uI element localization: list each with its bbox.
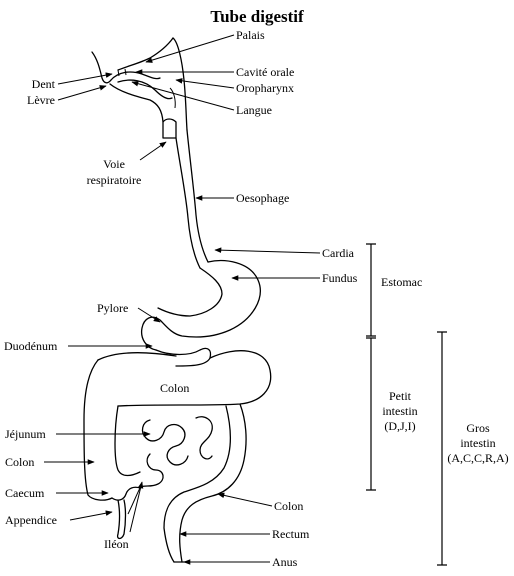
colon-ascending-right [117, 350, 272, 407]
arrow-palais [145, 34, 235, 63]
diagram-title: Tube digestif [210, 7, 304, 26]
arrow-cardia [214, 247, 321, 254]
epiglottis-outline [169, 87, 176, 109]
label-oropharynx: Oropharynx [236, 81, 294, 95]
label-anus: Anus [272, 555, 298, 569]
small-intestine-loops [139, 416, 213, 489]
arrow-ileon [129, 481, 144, 533]
label-respiratoire: respiratoire [87, 173, 142, 187]
label-langue: Langue [236, 103, 272, 117]
arrow-langue [131, 80, 235, 111]
label-colon-right: Colon [274, 499, 303, 513]
duodenum-outline [155, 347, 212, 367]
ileum-segment [127, 487, 141, 515]
colon-outer-outline [83, 359, 113, 501]
label-fundus: Fundus [322, 271, 358, 285]
arrow-pylore [137, 307, 161, 323]
pointer-arrows [44, 34, 321, 565]
colon-transverse-top [97, 352, 177, 361]
tooth-outline [117, 68, 127, 77]
upper-lip-outline [91, 51, 112, 84]
bracket-gros-intestin [437, 331, 447, 566]
label-cavite-orale: Cavité orale [236, 65, 294, 79]
label-voie: Voie [103, 157, 125, 171]
arrow-voie-respiratoire [139, 141, 167, 161]
bracket-estomac [366, 243, 376, 337]
label-duodenum: Duodénum [4, 339, 58, 353]
airway-outline [162, 118, 177, 139]
label-gros-intestin-abbr: (A,C,C,R,A) [447, 451, 508, 465]
palate-outline [117, 37, 174, 71]
colon-sigmoid-inner [163, 405, 231, 563]
label-gros: Gros [466, 421, 490, 435]
label-gros-intestin: intestin [460, 436, 495, 450]
arrow-oropharynx [175, 78, 235, 89]
label-levre: Lèvre [27, 93, 55, 107]
label-pylore: Pylore [97, 301, 128, 315]
arrow-levre [57, 85, 107, 101]
caecum-outline [111, 486, 141, 501]
anatomy-drawing [83, 37, 272, 563]
label-petit-intestin-abbr: (D,J,I) [384, 419, 415, 433]
label-appendice: Appendice [5, 513, 57, 527]
label-caecum: Caecum [5, 486, 45, 500]
arrow-dent [57, 72, 113, 85]
label-rectum: Rectum [272, 527, 310, 541]
label-colon-transverse: Colon [160, 381, 189, 395]
tongue-outline [117, 79, 173, 100]
oesophagus-left-wall [186, 129, 209, 263]
label-petit: Petit [389, 389, 412, 403]
lower-jaw-outline [109, 83, 164, 123]
label-cardia: Cardia [322, 246, 355, 260]
label-jejunum: Jéjunum [5, 427, 46, 441]
arrow-colon-right [217, 492, 273, 507]
label-colon-left: Colon [5, 455, 34, 469]
stomach-outline [140, 259, 261, 351]
labels: Palais Cavité orale Oropharynx Langue De… [4, 28, 509, 569]
bracket-petit-intestin [366, 337, 376, 491]
colon-inner-left [114, 405, 141, 477]
label-oesophage: Oesophage [236, 191, 289, 205]
pharynx-back-wall [172, 37, 188, 131]
label-palais: Palais [236, 28, 265, 42]
label-dent: Dent [32, 77, 56, 91]
label-petit-intestin: intestin [382, 404, 417, 418]
label-ileon: Iléon [104, 537, 129, 551]
stomach-inner-curve [157, 267, 223, 317]
appendix-outline [116, 499, 127, 540]
oesophagus-right-wall [175, 137, 201, 269]
label-estomac: Estomac [381, 275, 422, 289]
arrow-appendice [69, 510, 113, 521]
